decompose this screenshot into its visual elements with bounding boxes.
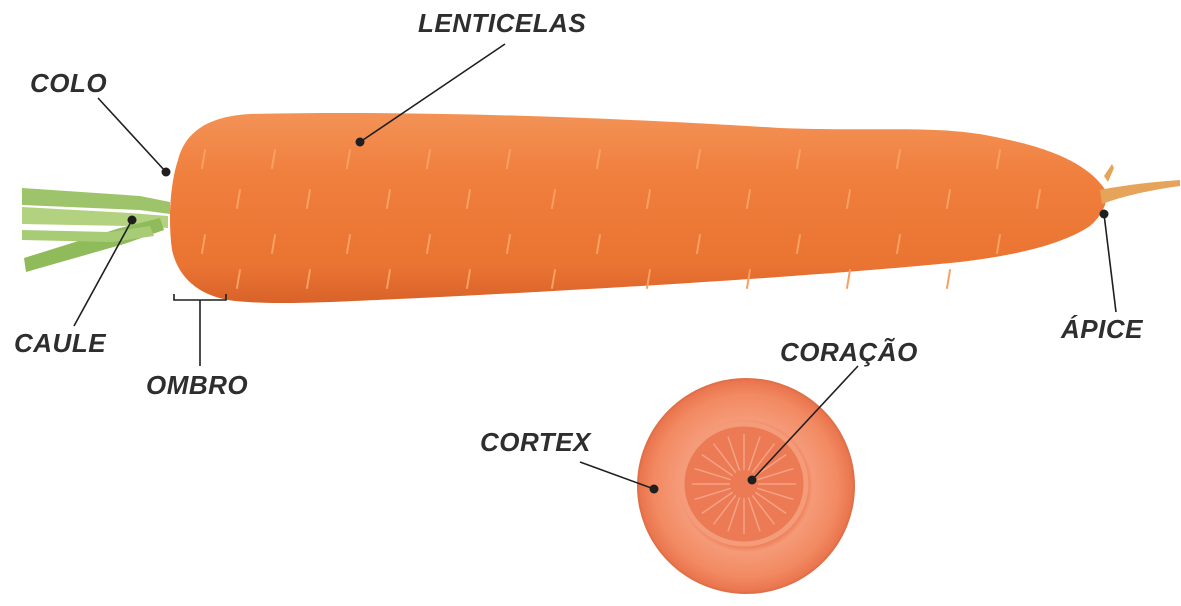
carrot-tail [1100,180,1180,204]
leader-cortex-dot [650,485,659,494]
leader-lenticelas-dot [356,138,365,147]
carrot-root [170,113,1106,303]
label-coracao: CORAÇÃO [780,339,918,365]
stem-group [22,188,170,272]
label-apice: ÁPICE [1061,316,1143,342]
leader-colo-dot [162,168,171,177]
label-ombro: OMBRO [146,372,248,398]
label-caule: CAULE [14,330,106,356]
label-cortex: CORTEX [480,429,591,455]
lenticel-mark [847,270,850,288]
stem [24,218,164,272]
label-colo: COLO [30,70,107,96]
carrot-slice [638,379,854,593]
leader-apice-dot [1100,210,1109,219]
carrot-tail [1104,164,1114,182]
leader-colo [98,98,166,172]
leader-apice [1104,214,1116,312]
leader-caule-dot [128,216,137,225]
leader-ombro [174,294,226,366]
leader-coracao-dot [748,476,757,485]
lenticel-mark [947,270,950,288]
label-lenticelas: LENTICELAS [418,10,586,36]
